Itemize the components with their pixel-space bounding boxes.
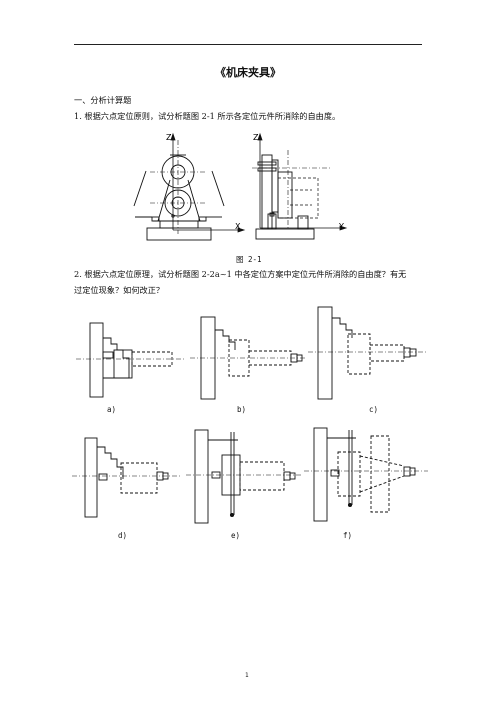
label-e: e): [231, 531, 241, 540]
subfigure-c: [317, 306, 417, 400]
label-b: b): [237, 405, 247, 414]
figure-2-1-caption: 图 2-1: [236, 255, 262, 264]
subfigure-f: [313, 427, 416, 522]
section-heading: 一、分析计算题: [74, 95, 132, 105]
subfigure-d: [84, 437, 169, 518]
question-2-line-2: 过定位现象？如何改正？: [74, 285, 165, 295]
label-a: a): [107, 405, 117, 414]
label-d: d): [118, 531, 128, 540]
right-y-label: Y: [338, 222, 344, 231]
right-z-label: Z: [253, 133, 259, 142]
page-number: 1: [245, 672, 249, 679]
label-f: f): [343, 531, 353, 540]
question-1-text: 1. 根据六点定位原则，试分析题图 2-1 所示各定位元件所消除的自由度。: [74, 111, 341, 121]
subfigure-a: [89, 322, 173, 398]
question-2-line-1: 2. 根据六点定位原理，试分析题图 2-2a~1 中各定位方案中定位元件所消除的…: [74, 269, 407, 279]
header-rule: [74, 44, 422, 45]
left-x-label: X: [235, 222, 241, 231]
label-c: c): [369, 405, 379, 414]
document-title: 《机床夹具》: [215, 66, 281, 79]
left-z-label: Z: [166, 133, 172, 142]
subfigure-e: [194, 429, 296, 524]
